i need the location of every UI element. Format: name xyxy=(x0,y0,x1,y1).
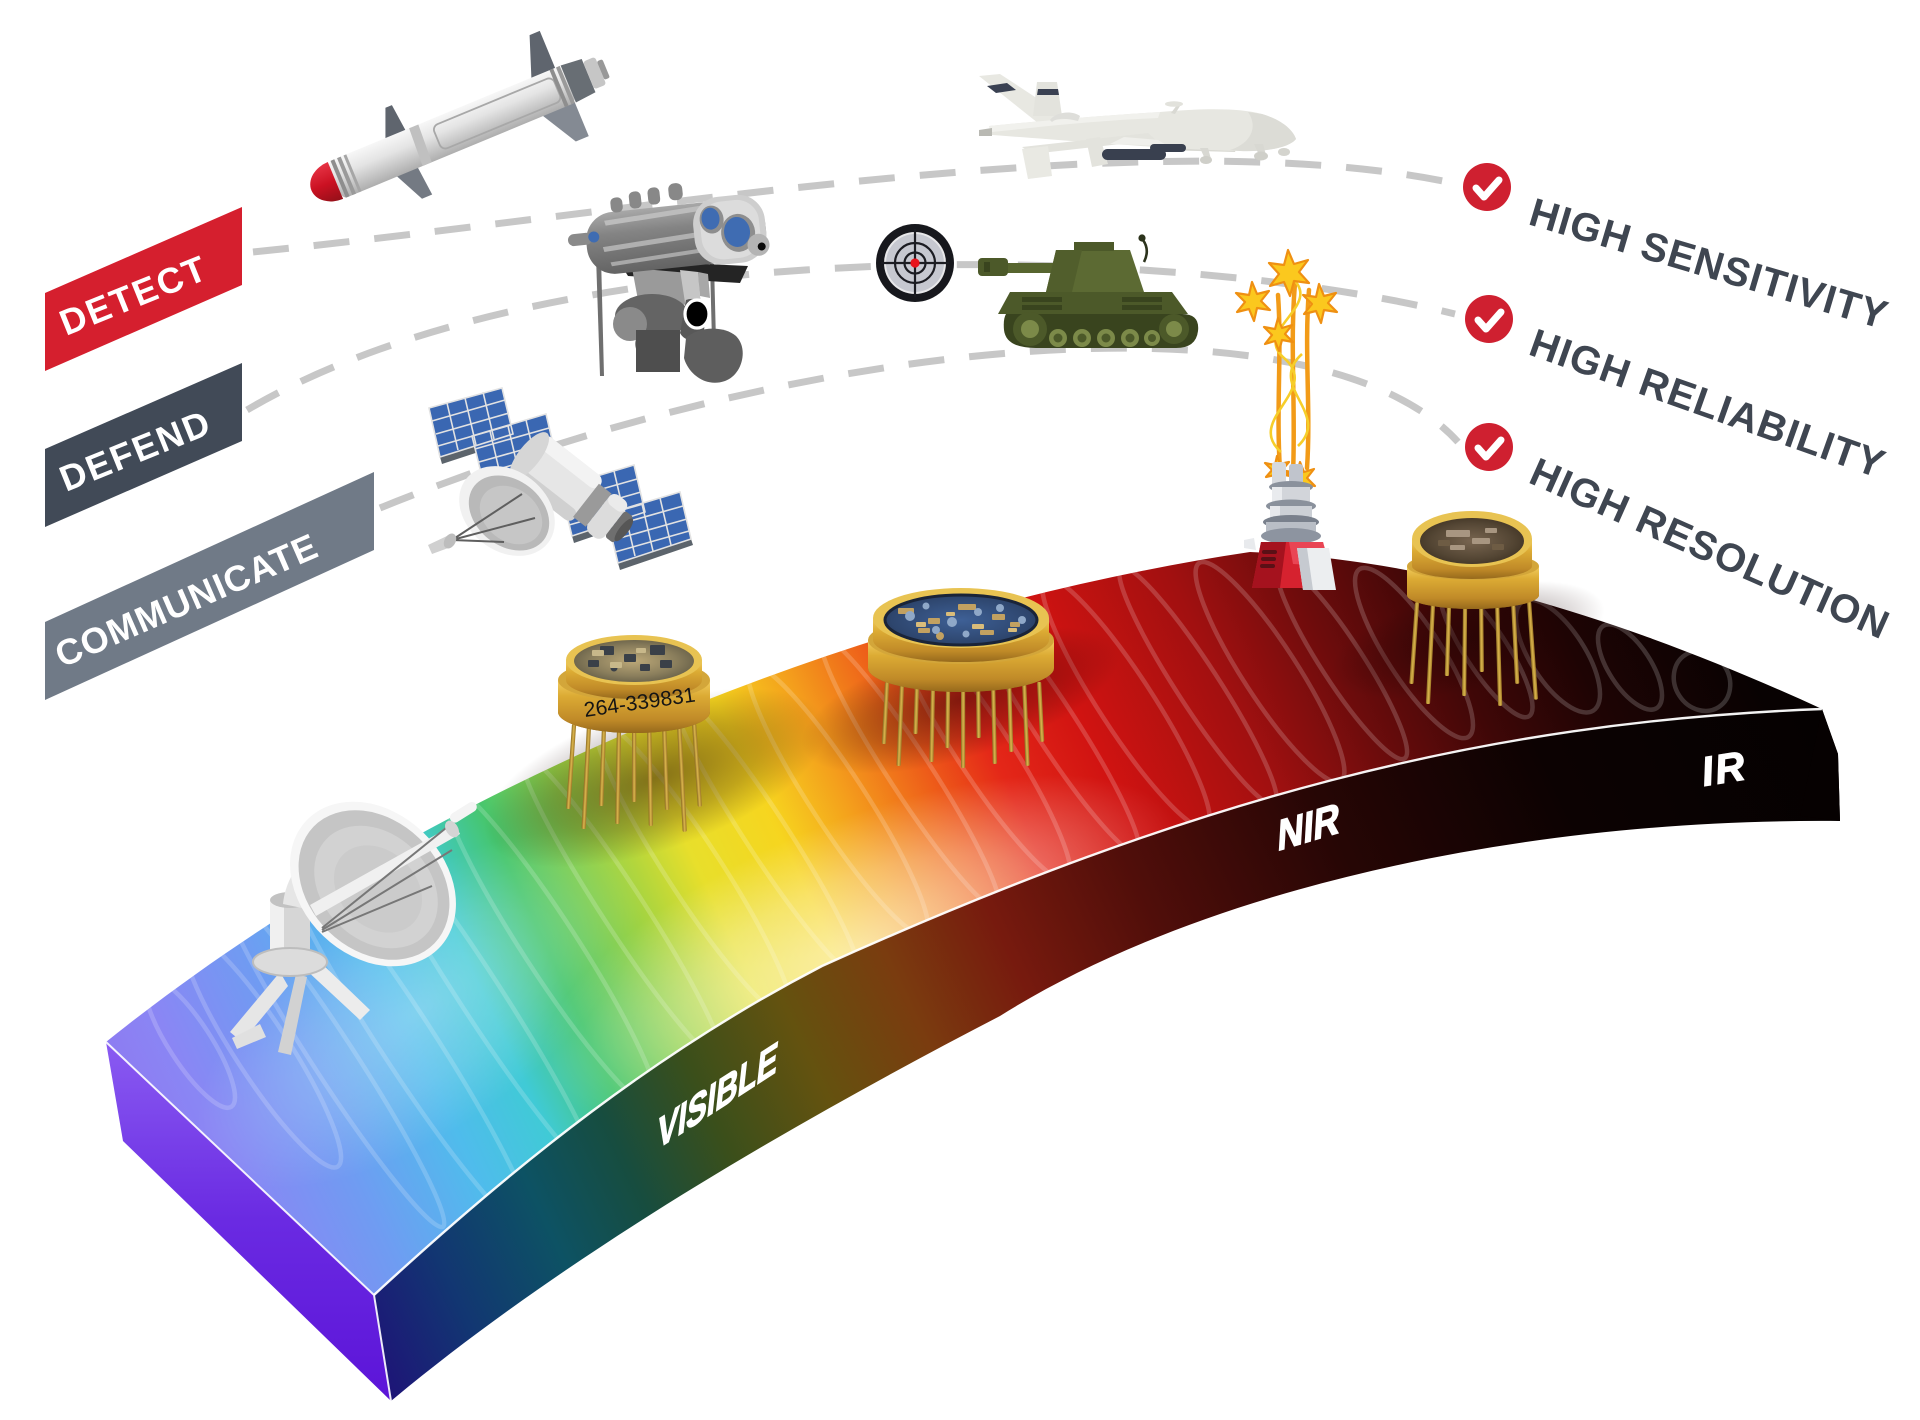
svg-text:IR: IR xyxy=(1698,742,1750,794)
svg-text:HIGH RELIABILITY: HIGH RELIABILITY xyxy=(1524,321,1891,487)
svg-text:COMMUNICATE: COMMUNICATE xyxy=(49,525,324,675)
svg-text:HIGH SENSITIVITY: HIGH SENSITIVITY xyxy=(1524,190,1893,338)
